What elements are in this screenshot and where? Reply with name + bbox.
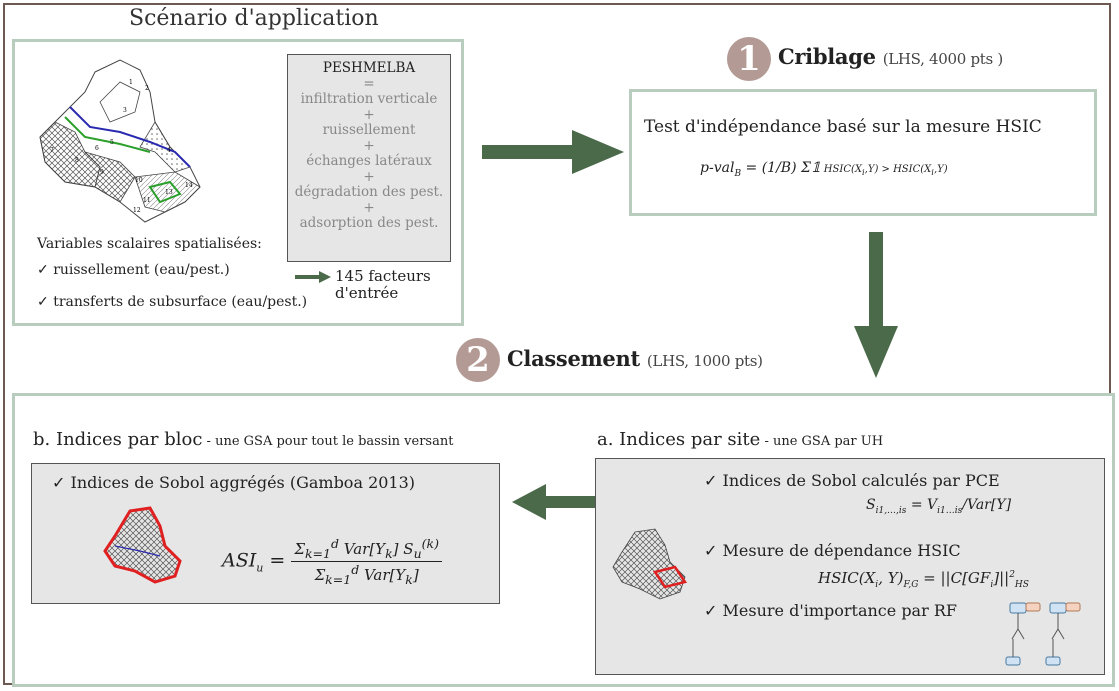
random-forest-icon — [1005, 602, 1081, 666]
map-label: 8 — [75, 157, 79, 164]
map-label: 6 — [95, 145, 99, 152]
step-number-1: 1 — [727, 37, 771, 81]
screening-title: Criblage — [778, 44, 876, 69]
model-name: PESHMELBA — [322, 60, 416, 76]
map-label: 1 — [129, 79, 133, 86]
variable-item: ✓ ruissellement (eau/pest.) — [37, 262, 230, 278]
check-icon: ✓ — [704, 471, 718, 490]
site-item-label: Mesure de dépendance HSIC — [722, 541, 961, 560]
screening-panel: Test d'indépendance basé sur la mesure H… — [629, 89, 1097, 216]
block-item: ✓ Indices de Sobol aggrégés (Gamboa 2013… — [52, 473, 415, 492]
arrow-right-icon — [482, 130, 624, 174]
plus-sign: + — [363, 137, 375, 154]
process-item: échanges latéraux — [306, 153, 432, 169]
factors-line: d'entrée — [335, 284, 399, 302]
check-icon: ✓ — [37, 262, 49, 278]
formula-lhs: p-val — [700, 160, 735, 176]
plus-sign: + — [363, 106, 375, 123]
map-label: 3 — [123, 107, 127, 114]
process-item: adsorption des pest. — [299, 215, 439, 231]
site-item: ✓ Mesure de dépendance HSIC — [704, 541, 961, 560]
map-label: 13 — [165, 189, 173, 196]
map-label: 2 — [145, 85, 149, 92]
site-box: ✓ Indices de Sobol calculés par PCE Si1,… — [595, 458, 1105, 675]
plus-sign: + — [363, 168, 375, 185]
block-title: b. Indices par bloc — [33, 429, 203, 450]
scenario-title: Scénario d'application — [129, 6, 379, 31]
screening-subtitle: (LHS, 4000 pts ) — [882, 50, 1004, 68]
site-title: a. Indices par site — [597, 429, 761, 450]
check-icon: ✓ — [704, 541, 718, 560]
scenario-panel: 1 2 3 4 5 6 7 8 9 10 11 12 13 14 PESHMEL… — [12, 39, 464, 326]
peshmelba-box: PESHMELBA = infiltration verticale + rui… — [287, 54, 451, 262]
step-number-2: 2 — [456, 338, 500, 382]
site-item: ✓ Mesure d'importance par RF — [704, 601, 957, 620]
variable-item: ✓ transferts de subsurface (eau/pest.) — [37, 294, 307, 310]
variable-label: ruissellement (eau/pest.) — [53, 262, 230, 278]
process-item: ruissellement — [322, 122, 416, 138]
ranking-subtitle: (LHS, 1000 pts) — [646, 352, 763, 370]
site-item: ✓ Indices de Sobol calculés par PCE — [704, 471, 1000, 490]
ranking-heading: Classement (LHS, 1000 pts) — [507, 346, 763, 371]
site-heading: a. Indices par site - une GSA par UH — [597, 429, 883, 450]
hsic-formula: HSIC(Xi, Y)F,G = ||C[GFi]||2HS — [818, 569, 1029, 590]
map-label: 10 — [135, 177, 143, 184]
arrow-down-icon — [854, 232, 898, 378]
map-label: 7 — [50, 147, 54, 154]
ranking-title: Classement — [507, 346, 640, 371]
screening-heading: Criblage (LHS, 4000 pts ) — [778, 44, 1003, 69]
asi-symbol: ASI — [222, 549, 257, 572]
factors-line: 145 facteurs — [335, 267, 431, 285]
block-item-label: Indices de Sobol aggrégés (Gamboa 2013) — [70, 473, 416, 492]
arrow-left-icon — [512, 484, 602, 520]
process-item: infiltration verticale — [300, 91, 438, 107]
watershed-map: 1 2 3 4 5 6 7 8 9 10 11 12 13 14 — [39, 59, 201, 223]
check-icon: ✓ — [704, 601, 718, 620]
process-item: dégradation des pest. — [294, 184, 444, 200]
block-map — [103, 506, 182, 584]
factors-label: 145 facteurs d'entrée — [335, 268, 431, 302]
block-subtitle: - une GSA pour tout le bassin versant — [202, 434, 454, 449]
site-map — [612, 528, 688, 600]
map-label: 11 — [143, 197, 151, 204]
site-subtitle: - une GSA par UH — [760, 434, 884, 449]
asi-formula: ASIu = Σk=1d Var[Yk] Su(k) Σk=1d Var[Yk] — [222, 536, 442, 587]
check-icon: ✓ — [37, 294, 49, 310]
map-label: 9 — [100, 169, 104, 176]
variables-title: Variables scalaires spatialisées: — [37, 236, 262, 252]
equals-sign: = — [363, 75, 375, 92]
ranking-panel: b. Indices par bloc - une GSA pour tout … — [12, 393, 1115, 687]
map-label: 14 — [185, 182, 193, 189]
test-title: Test d'indépendance basé sur la mesure H… — [644, 117, 1042, 137]
variable-label: transferts de subsurface (eau/pest.) — [53, 294, 308, 310]
check-icon: ✓ — [52, 473, 66, 492]
sobol-formula: Si1,…,is = Vi1…is/Var[Y] — [866, 497, 1012, 516]
map-label: 12 — [133, 207, 141, 214]
map-label: 5 — [110, 139, 114, 146]
block-box: ✓ Indices de Sobol aggrégés (Gamboa 2013… — [31, 463, 500, 604]
site-item-label: Mesure d'importance par RF — [722, 601, 957, 620]
site-item-label: Indices de Sobol calculés par PCE — [722, 471, 1000, 490]
map-label: 4 — [167, 147, 171, 154]
plus-sign: + — [363, 199, 375, 216]
small-arrow-icon — [295, 271, 331, 283]
block-heading: b. Indices par bloc - une GSA pour tout … — [33, 429, 453, 450]
formula-rhs: = (1/B) Σ𝟙 — [745, 160, 821, 176]
pvalue-formula: p-valB = (1/B) Σ𝟙 HSIC(Xi,Y) > HSIC(Xi,Y… — [700, 160, 948, 179]
